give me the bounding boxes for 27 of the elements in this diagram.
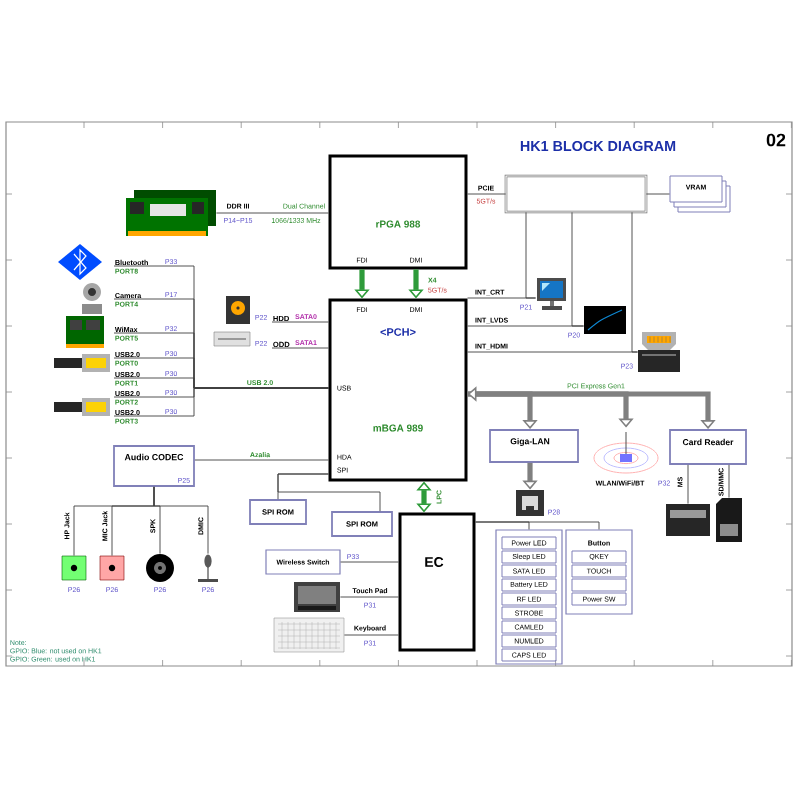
connector xyxy=(467,391,634,428)
connector xyxy=(525,211,537,299)
page-number: 02 xyxy=(766,133,786,147)
connector xyxy=(271,347,329,349)
connector xyxy=(343,634,399,636)
connector xyxy=(475,521,600,530)
connector xyxy=(631,211,639,353)
connector xyxy=(728,464,730,499)
connector xyxy=(194,459,329,461)
memory-module-picture xyxy=(126,190,216,236)
connector xyxy=(416,481,432,513)
led-panel xyxy=(495,529,563,665)
connector xyxy=(645,193,670,195)
connector xyxy=(571,211,585,327)
connector xyxy=(277,473,381,512)
connector xyxy=(687,464,689,505)
memory-card-picture xyxy=(666,504,710,536)
connector xyxy=(339,596,399,598)
button-box xyxy=(571,578,627,592)
gpu-box xyxy=(504,174,648,214)
connector xyxy=(340,561,399,563)
sd-card-picture xyxy=(716,498,742,542)
connector xyxy=(113,387,329,417)
connector xyxy=(215,212,329,214)
connector xyxy=(467,193,507,195)
connector xyxy=(271,321,329,323)
connector xyxy=(153,486,209,555)
